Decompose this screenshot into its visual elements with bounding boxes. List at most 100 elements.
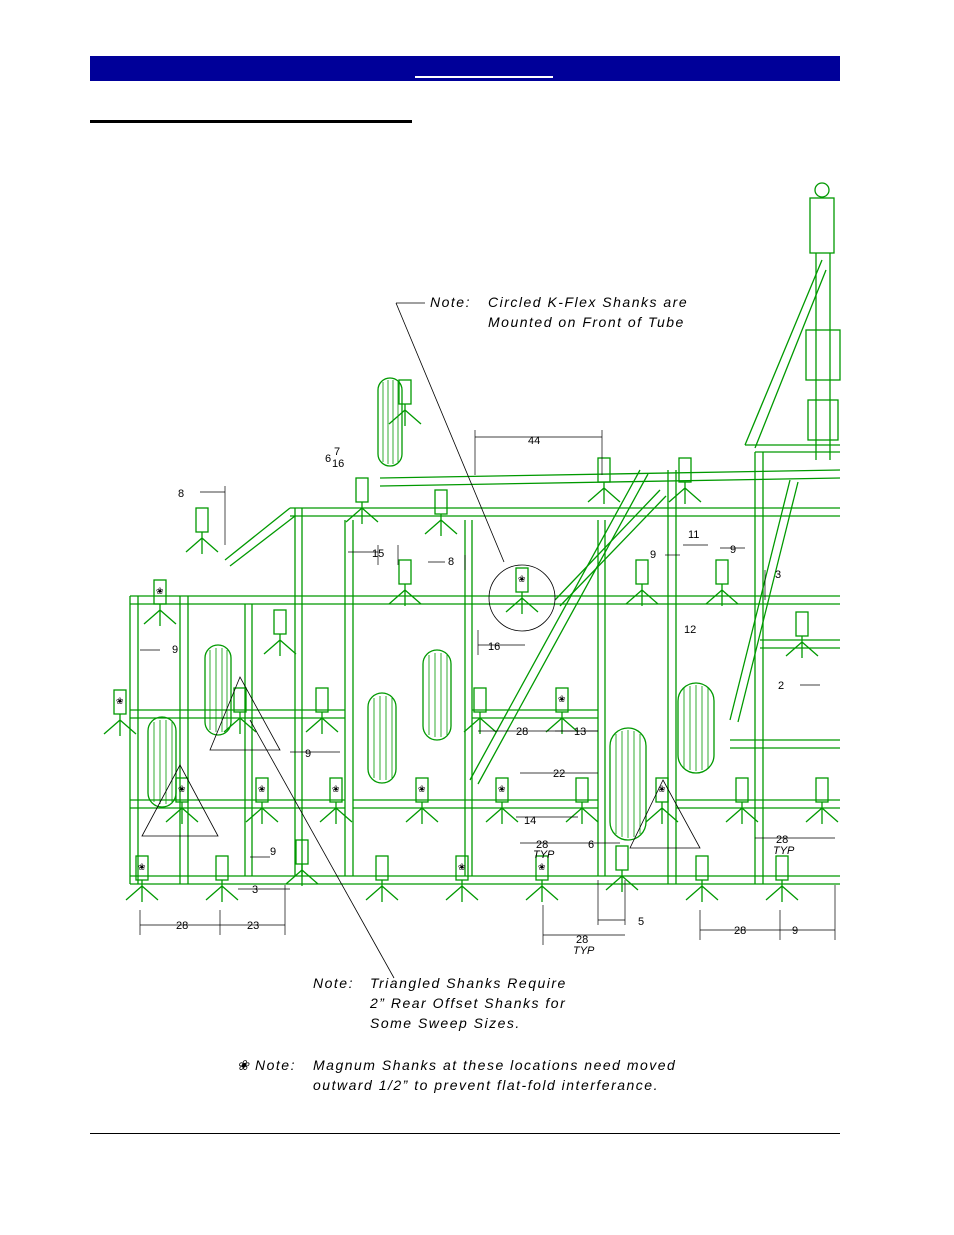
shank bbox=[785, 611, 819, 658]
shank bbox=[605, 845, 639, 892]
magnum-star-icon: ❀ bbox=[178, 785, 186, 795]
shank bbox=[345, 477, 379, 524]
dim-28b-typ: TYP bbox=[533, 849, 555, 861]
note-triangled: Note: Triangled Shanks Require 2” Rear O… bbox=[313, 975, 567, 1031]
magnum-star-icon: ❀ bbox=[458, 863, 466, 873]
magnum-shank-marked: ❀ bbox=[525, 855, 559, 902]
hitch-tongue bbox=[744, 182, 841, 460]
shank bbox=[725, 777, 759, 824]
magnum-star-icon: ❀ bbox=[498, 785, 506, 795]
dim-8b: 8 bbox=[448, 556, 454, 568]
shank bbox=[463, 687, 497, 734]
dim-28f: 28 bbox=[734, 925, 746, 937]
shank bbox=[587, 457, 621, 504]
shank bbox=[625, 559, 659, 606]
transport-wheels bbox=[147, 377, 715, 841]
magnum-shank-marked: ❀ bbox=[103, 689, 137, 736]
dim-5: 5 bbox=[638, 916, 644, 928]
magnum-star-icon: ❀ bbox=[332, 785, 340, 795]
dim-28c: 28 bbox=[776, 834, 788, 846]
magnum-star-icon: ❀ bbox=[156, 587, 164, 597]
note-circled-line2: Mounted on Front of Tube bbox=[488, 314, 685, 330]
note-triangled-line1: Triangled Shanks Require bbox=[370, 975, 567, 991]
shank bbox=[705, 559, 739, 606]
magnum-star-icon: ❀ bbox=[258, 785, 266, 795]
note-magnum-label: Note: bbox=[255, 1057, 296, 1073]
magnum-shank-marked: ❀ bbox=[505, 567, 539, 614]
magnum-shank-marked: ❀ bbox=[319, 777, 353, 824]
magnum-shank-marked: ❀ bbox=[245, 777, 279, 824]
dim-23: 23 bbox=[247, 920, 259, 932]
shank bbox=[305, 687, 339, 734]
dim-16: 16 bbox=[488, 641, 500, 653]
dim-22: 22 bbox=[553, 768, 565, 780]
note-circled-line1: Circled K-Flex Shanks are bbox=[488, 294, 688, 310]
magnum-star-icon: ❀ bbox=[138, 863, 146, 873]
dim-28d: 28 bbox=[176, 920, 188, 932]
shank-assemblies: ❀ ❀ ❀ ❀ ❀ ❀ ❀ ❀ ❀ ❀ ❀ ❀ ❀ bbox=[103, 379, 839, 902]
footer-rule bbox=[90, 1133, 840, 1134]
dim-9e: 9 bbox=[270, 846, 276, 858]
shank bbox=[223, 687, 257, 734]
magnum-star-icon: ❀ bbox=[116, 697, 124, 707]
shank bbox=[805, 777, 839, 824]
dim-12: 12 bbox=[684, 624, 696, 636]
dimension-labels: 44 6 7 16 8 15 8 16 9 12 3 11 9 9 9 9 2 … bbox=[172, 435, 798, 957]
note-magnum: ❀ Note: Magnum Shanks at these locations… bbox=[237, 1057, 676, 1093]
shank bbox=[185, 507, 219, 554]
dim-6-den: 16 bbox=[332, 458, 344, 470]
shank bbox=[424, 489, 458, 536]
magnum-shank-marked: ❀ bbox=[143, 579, 177, 626]
shank bbox=[685, 855, 719, 902]
note-leaders bbox=[249, 302, 505, 979]
shank bbox=[285, 839, 319, 886]
header-title-underline bbox=[415, 76, 553, 78]
dim-6: 6 bbox=[325, 453, 331, 465]
note-circled-label: Note: bbox=[430, 294, 471, 310]
dim-28e-typ: TYP bbox=[573, 945, 595, 957]
shank bbox=[365, 855, 399, 902]
note-triangled-line3: Some Sweep Sizes. bbox=[370, 1015, 521, 1031]
dim-9c: 9 bbox=[172, 644, 178, 656]
magnum-symbol-icon: ❀ bbox=[237, 1057, 250, 1073]
shank bbox=[765, 855, 799, 902]
dim-3b: 3 bbox=[252, 884, 258, 896]
note-triangled-label: Note: bbox=[313, 975, 354, 991]
dim-6-num: 7 bbox=[334, 446, 340, 458]
magnum-star-icon: ❀ bbox=[518, 575, 526, 585]
dim-28b: 28 bbox=[536, 839, 548, 851]
note-triangled-line2: 2” Rear Offset Shanks for bbox=[369, 995, 566, 1011]
magnum-star-icon: ❀ bbox=[538, 863, 546, 873]
note-magnum-line2: outward 1/2” to prevent flat-fold interf… bbox=[313, 1077, 659, 1093]
magnum-shank-marked: ❀ bbox=[545, 687, 579, 734]
magnum-shank-marked: ❀ bbox=[125, 855, 159, 902]
magnum-star-icon: ❀ bbox=[658, 785, 666, 795]
dim-44: 44 bbox=[528, 435, 540, 447]
magnum-shank-marked: ❀ bbox=[645, 777, 679, 824]
dim-9f: 9 bbox=[792, 925, 798, 937]
dim-9b: 9 bbox=[730, 544, 736, 556]
dim-13: 13 bbox=[574, 726, 586, 738]
dim-9a: 9 bbox=[650, 549, 656, 561]
dim-28e: 28 bbox=[576, 934, 588, 946]
dim-28a: 28 bbox=[516, 726, 528, 738]
dim-9d: 9 bbox=[305, 748, 311, 760]
shank bbox=[668, 457, 702, 504]
magnum-shank-marked: ❀ bbox=[165, 777, 199, 824]
shank bbox=[263, 609, 297, 656]
dimension-lines bbox=[139, 430, 836, 945]
shank bbox=[388, 559, 422, 606]
magnum-shank-marked: ❀ bbox=[445, 855, 479, 902]
dim-2: 2 bbox=[778, 680, 784, 692]
section-heading-rule bbox=[90, 120, 412, 123]
shank bbox=[205, 855, 239, 902]
magnum-shank-marked: ❀ bbox=[405, 777, 439, 824]
dim-28c-typ: TYP bbox=[773, 845, 795, 857]
dim-3a: 3 bbox=[775, 569, 781, 581]
dim-11: 11 bbox=[688, 529, 699, 541]
dim-15: 15 bbox=[372, 548, 384, 560]
note-magnum-line1: Magnum Shanks at these locations need mo… bbox=[313, 1057, 676, 1073]
dim-6b: 6 bbox=[588, 839, 594, 851]
magnum-shank-marked: ❀ bbox=[485, 777, 519, 824]
